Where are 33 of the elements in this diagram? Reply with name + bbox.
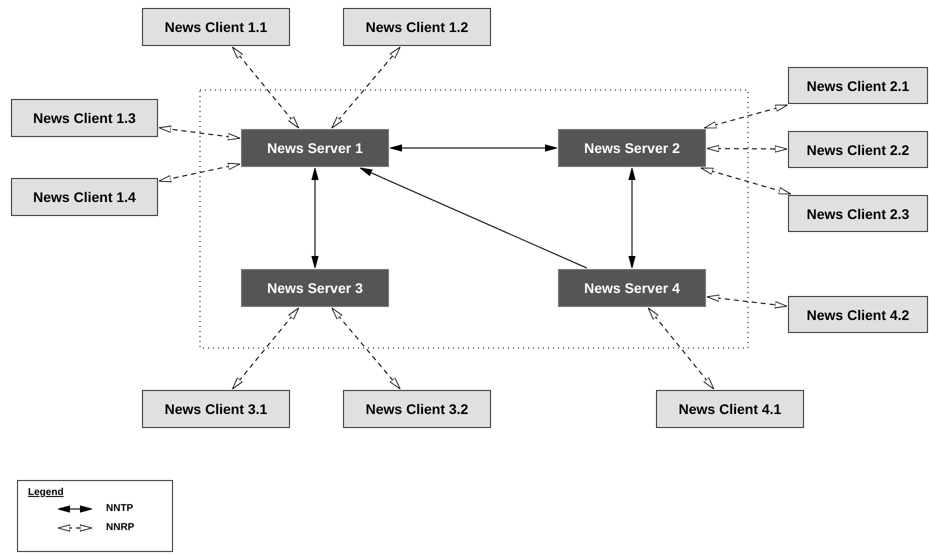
dashed-arrow [700, 168, 792, 194]
legend-label: NNTP [106, 503, 134, 514]
dashed-arrow [158, 126, 240, 140]
server-box: News Server 1 [241, 129, 389, 167]
client-box: News Client 2.1 [788, 67, 928, 104]
client-box: News Client 4.2 [788, 296, 928, 333]
dashed-arrow [706, 144, 788, 153]
dashed-arrow [706, 294, 788, 308]
client-box: News Client 2.3 [788, 195, 928, 232]
dashed-arrow [704, 104, 788, 128]
server-box: News Server 2 [558, 129, 706, 167]
client-box: News Client 3.1 [142, 390, 290, 428]
server-box: News Server 3 [241, 269, 389, 307]
legend-label: NNRP [106, 522, 134, 533]
client-box: News Client 1.2 [343, 8, 491, 46]
dashed-arrow [232, 46, 300, 128]
dashed-arrow [331, 308, 401, 390]
client-box: News Client 1.4 [11, 178, 158, 216]
arrow [390, 144, 558, 152]
client-box: News Client 4.1 [656, 390, 804, 428]
dashed-arrow [648, 308, 714, 390]
client-box: News Client 2.2 [788, 131, 928, 168]
dashed-arrow [158, 162, 240, 182]
legend-title: Legend [28, 487, 64, 498]
dashed-arrow [331, 46, 401, 128]
client-box: News Client 1.3 [11, 99, 158, 137]
arrow [628, 168, 636, 268]
server-box: News Server 4 [558, 269, 706, 307]
arrow [360, 168, 588, 268]
client-box: News Client 3.2 [343, 390, 491, 428]
client-box: News Client 1.1 [142, 8, 290, 46]
dashed-arrow [232, 308, 300, 390]
arrow [311, 168, 319, 268]
